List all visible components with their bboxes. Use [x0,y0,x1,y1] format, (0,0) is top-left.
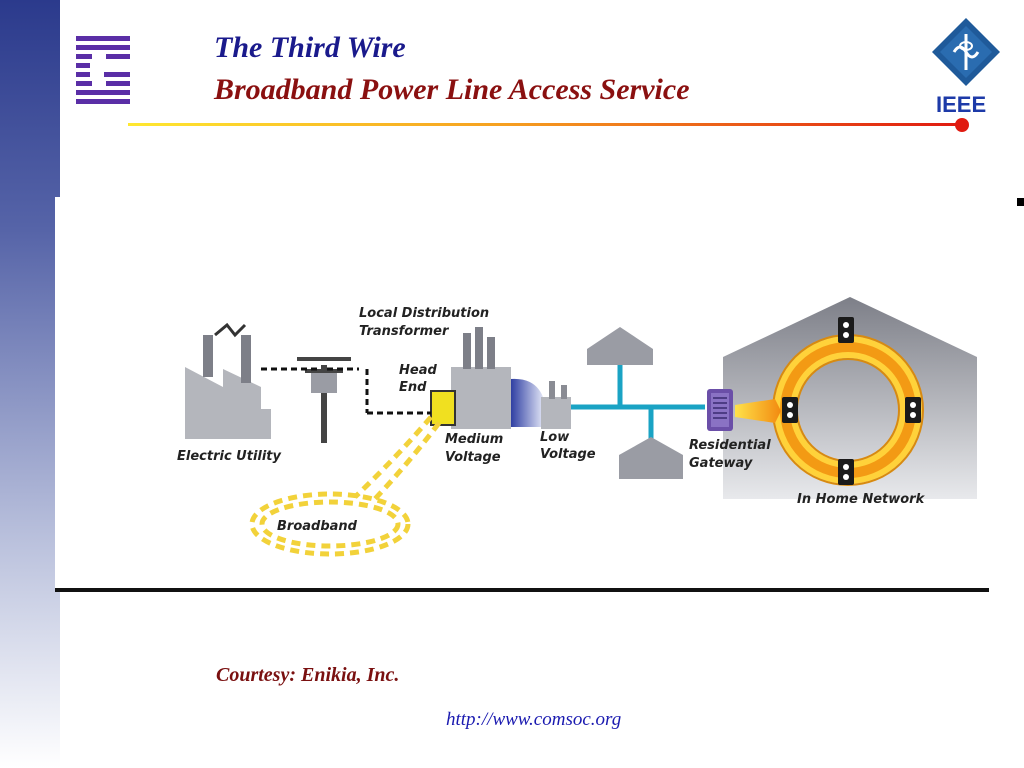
label-head-end-line1: Head [399,363,437,378]
slide-subtitle: Broadband Power Line Access Service [214,73,690,106]
left-gradient-bar [0,0,60,768]
low-voltage-substation-icon [510,378,571,429]
label-medium-voltage-line2: Voltage [445,450,501,465]
label-head-end-line2: End [399,380,427,395]
gateway-signal-beam [735,399,781,423]
connection-dashed-lines [261,367,431,415]
label-residential-gateway-line1: Residential [689,438,771,453]
electric-utility-building-icon [185,322,271,439]
courtesy-caption: Courtesy: Enikia, Inc. [216,664,400,686]
distribution-pole-icon [297,357,351,443]
residential-gateway-icon [707,389,733,431]
ieee-diamond-logo-icon [932,18,1000,86]
comsoc-url-link[interactable]: http://www.comsoc.org [446,709,622,730]
corner-mark [1017,198,1024,206]
diagram-bottom-rule [55,588,989,592]
label-local-distribution-line2: Transformer [359,324,450,339]
label-in-home-network: In Home Network [797,492,926,507]
comsoc-logo-icon [76,34,132,112]
label-low-voltage-line2: Voltage [540,447,596,462]
wall-outlet-icons [782,317,921,485]
broadband-signal-path [249,415,441,557]
slide-title: The Third Wire [214,31,406,64]
neighbor-house-icons [587,327,683,479]
ieee-label: IEEE [936,92,987,117]
label-broadband: Broadband [277,519,358,534]
low-voltage-lines [571,365,705,447]
power-line-diagram: Local Distribution Transformer Head End … [55,197,989,589]
label-low-voltage-line1: Low [540,430,570,445]
label-electric-utility: Electric Utility [177,449,282,464]
label-residential-gateway-line2: Gateway [689,456,753,471]
head-end-building-icon [430,327,511,429]
label-medium-voltage-line1: Medium [445,432,503,447]
label-local-distribution-line1: Local Distribution [359,306,489,321]
header-divider [128,118,969,132]
